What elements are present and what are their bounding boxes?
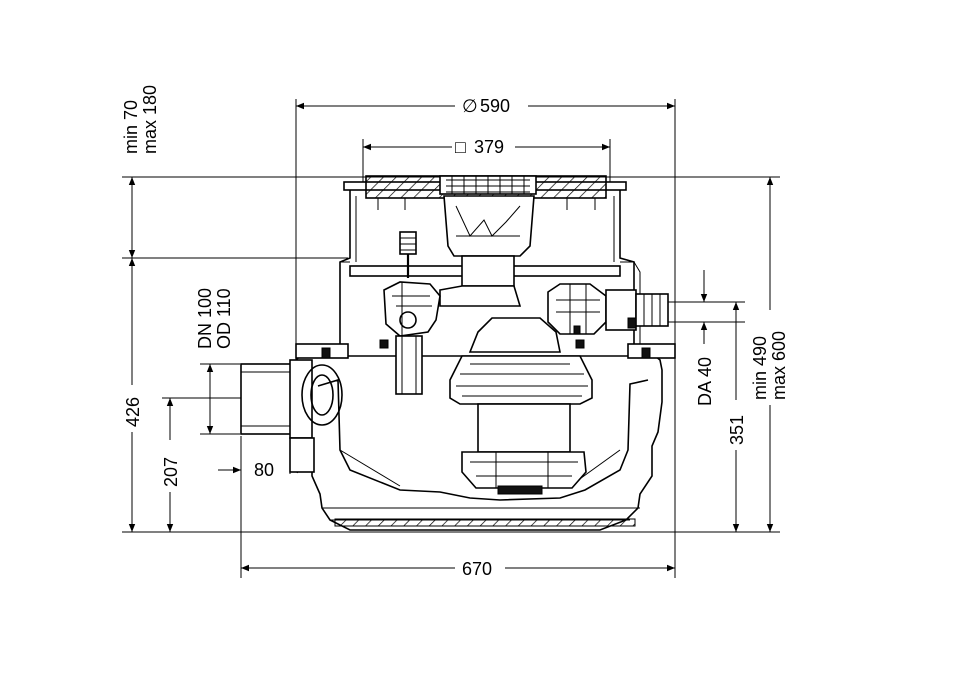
right-mechanism-bolt (573, 325, 581, 335)
inlet-od-label: OD 110 (214, 288, 234, 349)
right-rim-flange (627, 343, 676, 359)
square-379-label: □ 379 (455, 137, 504, 157)
total-height-min-label: min 490 (750, 336, 770, 400)
float-head (399, 231, 417, 255)
inlet-port-outer (301, 364, 343, 426)
inlet-dn-label: DN 100 (195, 288, 215, 349)
tank-inner-rib (322, 449, 640, 521)
width-670-label: 670 (462, 559, 492, 579)
lifting-station-drawing (240, 175, 676, 531)
pump-housing-top (468, 317, 561, 353)
height-adjust-max-label: max 180 (140, 85, 160, 154)
pump-volute-detail (470, 452, 578, 488)
outlet-da-label: DA 40 (695, 357, 715, 406)
drain-neck (461, 255, 515, 287)
float-head-ribs (400, 237, 416, 251)
height-207-label: 207 (161, 457, 181, 487)
tank-floor-hatch (334, 518, 636, 527)
right-mechanism-detail (556, 284, 600, 334)
left-mechanism (383, 281, 441, 337)
offset-80-label: 80 (254, 460, 274, 480)
dimension-lines (128, 102, 774, 572)
total-height-max-label: max 600 (769, 331, 789, 400)
drain-trap-inner (455, 205, 521, 237)
right-rim-bolt (641, 347, 651, 359)
diameter-590-value: 590 (480, 96, 510, 116)
outlet-nut (627, 317, 637, 329)
inlet-port-inner (310, 374, 334, 416)
outlet-ribs (643, 294, 661, 326)
diameter-symbol: ∅ (462, 96, 478, 116)
pump-volute (461, 451, 587, 489)
pump-body (477, 403, 571, 453)
left-mechanism-detail (392, 282, 432, 336)
height-351-label: 351 (727, 415, 747, 445)
pump-foot (497, 485, 543, 495)
square-symbol: □ (455, 137, 466, 157)
height-adjust-min-label: min 70 (121, 100, 141, 154)
height-426-label: 426 (123, 397, 143, 427)
tank-inner-wall (317, 378, 649, 501)
drain-trap (443, 195, 535, 257)
riser-right-stub (575, 339, 585, 349)
pump-motor-fins (456, 363, 588, 397)
dimension-labels: ∅ 590 □ 379 670 80 min 70 max 180 426 20… (121, 85, 789, 579)
drain-pipe-bend (439, 285, 522, 307)
cover-drain-slots (446, 176, 530, 194)
left-standpipe (395, 335, 423, 395)
square-379-value: 379 (474, 137, 504, 157)
diameter-590-label: ∅ 590 (462, 96, 510, 116)
cover-bolts (377, 198, 596, 210)
pump-motor (449, 355, 593, 405)
riser-left-stub (379, 339, 389, 349)
left-rim-bolt (321, 347, 331, 359)
left-mechanism-wheel (399, 311, 417, 329)
inlet-lower-spigot (289, 437, 315, 473)
